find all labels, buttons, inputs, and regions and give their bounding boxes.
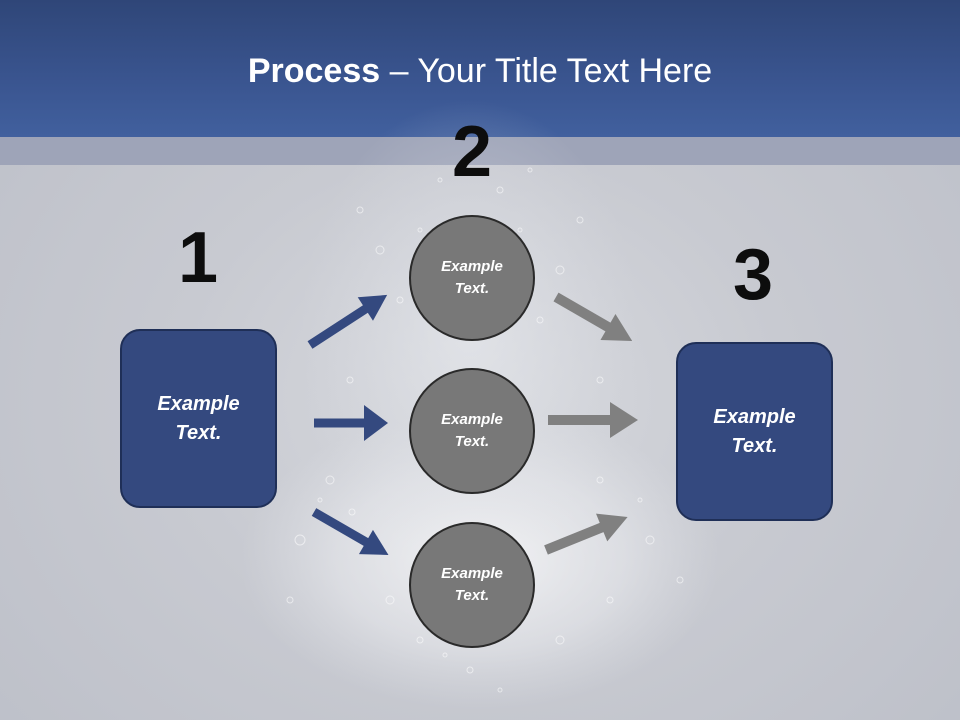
circle-bottom[interactable]: Example Text. [409, 522, 535, 648]
circle-top[interactable]: Example Text. [409, 215, 535, 341]
circle-top-text: Example Text. [441, 257, 503, 298]
step-number-2: 2 [451, 112, 493, 192]
right-box-text: Example Text. [713, 405, 796, 457]
page-title: Process – Your Title Text Here [0, 52, 960, 91]
arrow-to-circle-middle [314, 405, 388, 441]
step-number-1: 1 [177, 218, 219, 298]
title-bold: Process [247, 52, 381, 90]
circle-middle-text: Example Text. [441, 410, 503, 451]
left-box-text: Example Text. [157, 392, 240, 444]
arrow-to-circle-bottom [311, 508, 389, 555]
arrow-from-circle-bottom [544, 513, 628, 555]
right-box[interactable]: Example Text. [676, 342, 833, 521]
arrow-to-circle-top [307, 294, 388, 349]
left-box[interactable]: Example Text. [120, 329, 277, 508]
title-rest: – Your Title Text Here [380, 52, 713, 90]
step-number-3: 3 [732, 235, 774, 315]
arrow-from-circle-top [553, 292, 633, 341]
arrow-from-circle-middle [548, 402, 638, 438]
circle-middle[interactable]: Example Text. [409, 368, 535, 494]
circle-bottom-text: Example Text. [441, 564, 503, 605]
